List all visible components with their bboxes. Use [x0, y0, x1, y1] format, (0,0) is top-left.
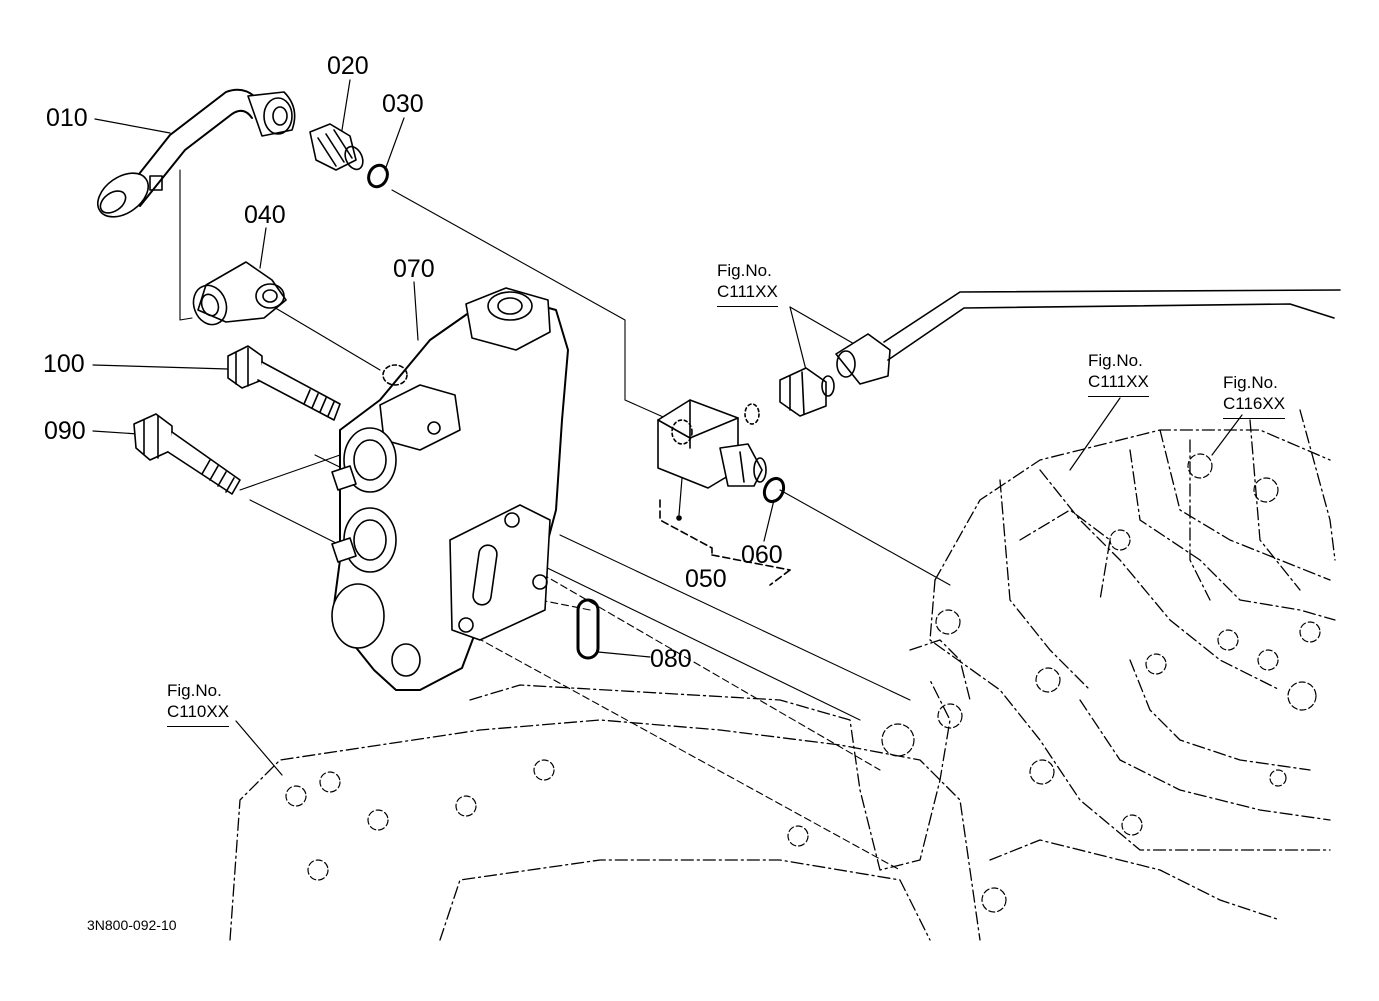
o-ring-080: [576, 598, 600, 660]
o-ring-060: [762, 476, 786, 504]
figure-ref-c110xx[interactable]: Fig.No. C110XX: [167, 680, 230, 727]
housing-holes: [285, 453, 1321, 913]
assembly-lines: [179, 169, 951, 721]
leader-lines: [92, 79, 1243, 776]
figure-ref-code: C111XX: [1088, 372, 1149, 392]
part-label-090: 090: [44, 417, 86, 445]
o-ring-030: [367, 163, 389, 189]
figure-ref-label: Fig.No.: [1223, 373, 1278, 392]
part-label-070: 070: [393, 255, 435, 283]
part-label-080: 080: [650, 645, 692, 673]
dashed-alignment-lines: [379, 479, 901, 871]
assembly-050: [657, 399, 791, 586]
drawing-code: 3N800-092-10: [87, 917, 177, 933]
adapter-020: [309, 123, 364, 171]
figure-ref-label: Fig.No.: [1088, 351, 1143, 370]
figure-ref-label: Fig.No.: [167, 681, 222, 700]
figure-ref-code: C116XX: [1223, 394, 1286, 414]
figure-ref-c116xx[interactable]: Fig.No. C116XX: [1223, 372, 1286, 419]
bolt-100: [227, 345, 341, 421]
housing-outline: [229, 409, 1336, 941]
figure-ref-label: Fig.No.: [717, 261, 772, 280]
pipe-010: [97, 88, 296, 218]
figure-ref-c111xx-top[interactable]: Fig.No. C111XX: [717, 260, 778, 307]
bolt-090: [133, 413, 241, 495]
figure-ref-code: C110XX: [167, 702, 230, 722]
elbow-040: [192, 261, 287, 326]
part-label-060: 060: [741, 541, 783, 569]
part-label-100: 100: [43, 350, 85, 378]
figure-ref-c111xx-right[interactable]: Fig.No. C111XX: [1088, 350, 1149, 397]
part-label-010: 010: [46, 104, 88, 132]
valve-body-070: [331, 287, 569, 691]
part-label-040: 040: [244, 201, 286, 229]
part-label-020: 020: [327, 52, 369, 80]
part-label-050: 050: [685, 565, 727, 593]
figure-ref-code: C111XX: [717, 282, 778, 302]
part-label-030: 030: [382, 90, 424, 118]
connector-c111xx: [744, 289, 1341, 425]
